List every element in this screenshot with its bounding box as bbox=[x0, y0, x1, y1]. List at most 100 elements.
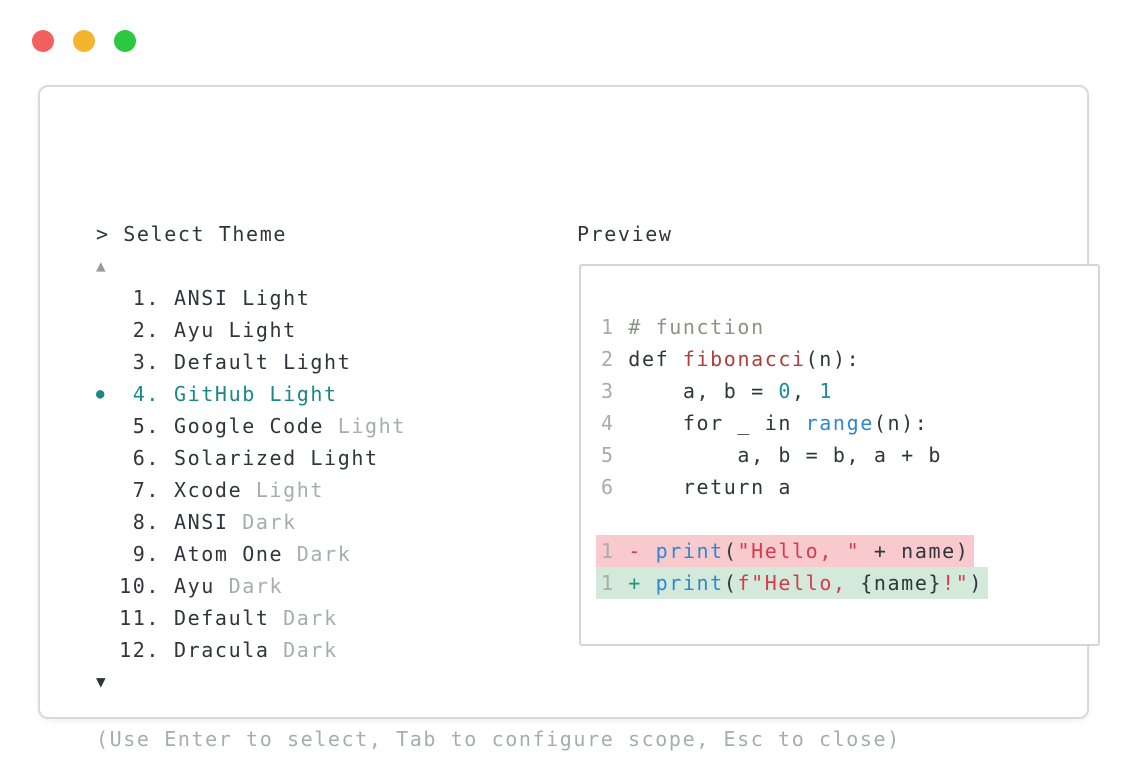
selected-indicator-empty bbox=[96, 442, 116, 474]
theme-selector-panel: > Select Theme ▲ 1.ANSI Light 2.Ayu Ligh… bbox=[38, 85, 1100, 751]
code-line: 4 for _ in range(n): bbox=[596, 407, 1098, 439]
code-line-content: 2 def fibonacci(n): bbox=[596, 343, 865, 375]
diff-line-added: 1 + print(f"Hello, {name}!") bbox=[596, 567, 989, 599]
code-line: 5 a, b = b, a + b bbox=[596, 439, 1098, 471]
line-number: 4 bbox=[601, 411, 629, 435]
theme-option-number: 10. bbox=[119, 574, 160, 598]
code-line: 6 return a bbox=[596, 471, 1098, 503]
theme-option-label: Dracula bbox=[174, 638, 284, 662]
line-number: 1 bbox=[601, 571, 629, 595]
code-token-plain: def bbox=[628, 347, 683, 371]
theme-option[interactable]: 11.Default Dark bbox=[96, 602, 566, 634]
scroll-up-icon[interactable]: ▲ bbox=[96, 256, 108, 275]
selected-indicator-empty bbox=[96, 506, 116, 538]
code-token-number: 1 bbox=[819, 379, 833, 403]
theme-option[interactable]: 12.Dracula Dark bbox=[96, 634, 566, 666]
theme-option-label: Ayu Light bbox=[174, 318, 297, 342]
theme-option-label: Default bbox=[174, 606, 284, 630]
close-button[interactable] bbox=[32, 30, 54, 52]
theme-option[interactable]: 1.ANSI Light bbox=[96, 282, 566, 314]
spacer bbox=[160, 570, 174, 602]
spacer bbox=[160, 282, 174, 314]
theme-option-label: Solarized Light bbox=[174, 446, 379, 470]
theme-option[interactable]: ● 4.GitHub Light bbox=[96, 378, 566, 410]
selected-indicator-empty bbox=[96, 570, 116, 602]
code-token-plain: , bbox=[792, 379, 820, 403]
theme-option-label: Atom One bbox=[174, 542, 297, 566]
theme-option-label: Dark bbox=[242, 510, 297, 534]
theme-option-label: Dark bbox=[228, 574, 284, 598]
theme-list: 1.ANSI Light 2. Ayu Light 3. Default Light… bbox=[96, 282, 566, 666]
diff-line-removed: 1 - print("Hello, " + name) bbox=[596, 535, 975, 567]
theme-option-number: 7. bbox=[119, 478, 160, 502]
window-controls bbox=[32, 30, 136, 52]
theme-option-number: 9. bbox=[119, 542, 160, 566]
theme-option[interactable]: 6. Solarized Light bbox=[96, 442, 566, 474]
selected-indicator-empty bbox=[96, 346, 116, 378]
theme-option[interactable]: 10. Ayu Dark bbox=[96, 570, 566, 602]
theme-option-label: Ayu bbox=[174, 574, 229, 598]
theme-option[interactable]: 8.ANSI Dark bbox=[96, 506, 566, 538]
theme-option[interactable]: 3. Default Light bbox=[96, 346, 566, 378]
selected-indicator-empty bbox=[96, 538, 116, 570]
line-number: 1 bbox=[601, 315, 629, 339]
code-token-plain: ( bbox=[723, 571, 738, 595]
spacer bbox=[160, 346, 174, 378]
theme-option-number: 12. bbox=[119, 638, 160, 662]
selected-indicator-empty bbox=[96, 314, 116, 346]
code-token-func: fibonacci bbox=[682, 347, 806, 371]
zoom-button[interactable] bbox=[114, 30, 136, 52]
theme-option-label: Default Light bbox=[174, 350, 352, 374]
code-token-plain: + name) bbox=[860, 539, 970, 563]
code-token-plain: (n): bbox=[805, 347, 861, 371]
code-token-plain: for _ in bbox=[628, 411, 806, 435]
theme-option-number: 4. bbox=[119, 382, 160, 406]
theme-option-label: Light bbox=[255, 478, 325, 502]
code-token-plain: {name} bbox=[860, 571, 943, 595]
code-token-plain: ( bbox=[723, 539, 738, 563]
line-number: 3 bbox=[601, 379, 629, 403]
code-token-builtin: range bbox=[805, 411, 874, 435]
theme-option-number: 2. bbox=[119, 318, 160, 342]
theme-picker-pane: > Select Theme ▲ 1.ANSI Light 2.Ayu Ligh… bbox=[96, 218, 566, 698]
line-number: 5 bbox=[601, 443, 629, 467]
theme-option-number: 8. bbox=[119, 510, 160, 534]
line-number: 2 bbox=[601, 347, 629, 371]
theme-option-label: Google Code bbox=[174, 414, 338, 438]
minimize-button[interactable] bbox=[73, 30, 95, 52]
line-number: 6 bbox=[601, 475, 629, 499]
code-token-string: !" bbox=[942, 571, 970, 595]
code-line: 3 a, b = 0, 1 bbox=[596, 375, 1098, 407]
spacer bbox=[160, 442, 174, 474]
spacer bbox=[160, 410, 174, 442]
code-token-number: 0 bbox=[778, 379, 793, 403]
scroll-down-icon[interactable]: ▼ bbox=[96, 672, 108, 691]
theme-option[interactable]: 7.Xcode Light bbox=[96, 474, 566, 506]
theme-option[interactable]: 9. Atom One Dark bbox=[96, 538, 566, 570]
code-token-plain: a, b = b, a + b bbox=[628, 443, 943, 467]
selected-indicator-empty bbox=[96, 282, 116, 314]
spacer bbox=[160, 474, 174, 506]
theme-option-label: Light bbox=[337, 414, 406, 438]
code-token-builtin: print bbox=[655, 571, 724, 595]
theme-option[interactable]: 2. Ayu Light bbox=[96, 314, 566, 346]
code-token-plain: (n): bbox=[873, 411, 929, 435]
theme-option-number: 3. bbox=[119, 350, 160, 374]
theme-option-label: Dark bbox=[296, 542, 352, 566]
code-token-del: - bbox=[628, 539, 656, 563]
theme-option-number: 1. bbox=[119, 286, 160, 310]
line-number: 1 bbox=[601, 539, 629, 563]
theme-option-number: 6. bbox=[119, 446, 160, 470]
theme-option-number: 5. bbox=[119, 414, 160, 438]
code-token-plain: ) bbox=[969, 571, 984, 595]
theme-option-number: 11. bbox=[119, 606, 160, 630]
spacer bbox=[160, 378, 174, 410]
spacer bbox=[160, 506, 174, 538]
theme-option[interactable]: 5. Google Code Light bbox=[96, 410, 566, 442]
code-line-content: 4 for _ in range(n): bbox=[596, 407, 933, 439]
code-line: 2 def fibonacci(n): bbox=[596, 343, 1098, 375]
code-line bbox=[596, 503, 1098, 535]
